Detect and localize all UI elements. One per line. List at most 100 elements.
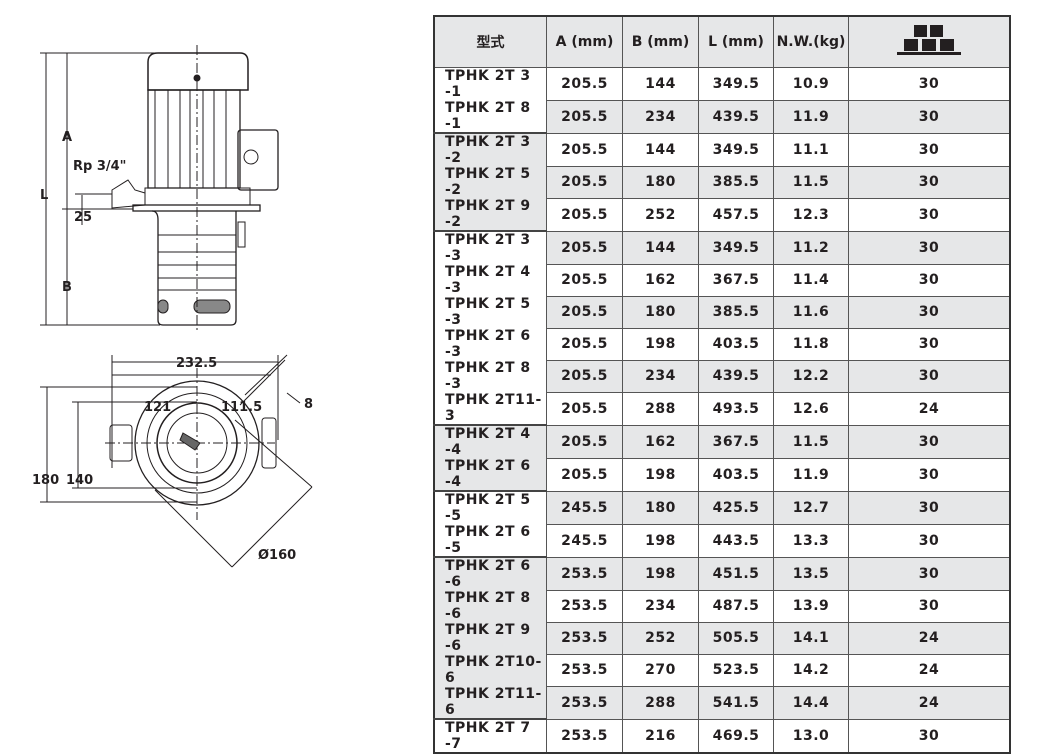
a-cell: 205.5 bbox=[546, 424, 623, 459]
weight-cell: 14.4 bbox=[773, 685, 849, 720]
pallet-qty-cell: 30 bbox=[848, 67, 1011, 101]
dim-label-l: L bbox=[40, 188, 48, 203]
a-cell: 205.5 bbox=[546, 295, 623, 329]
header-weight: N.W.(kg) bbox=[773, 15, 849, 68]
header-b: B (mm) bbox=[622, 15, 699, 68]
l-cell: 367.5 bbox=[698, 424, 774, 459]
a-cell: 205.5 bbox=[546, 327, 623, 361]
model-cell: TPHK 2T10-6 bbox=[433, 654, 547, 686]
dim-label-140: 140 bbox=[66, 473, 93, 488]
l-cell: 439.5 bbox=[698, 99, 774, 134]
b-cell: 270 bbox=[622, 653, 699, 687]
model-cell: TPHK 2T 6 -4 bbox=[433, 458, 547, 491]
a-cell: 205.5 bbox=[546, 457, 623, 492]
pallet-qty-cell: 24 bbox=[848, 653, 1011, 687]
model-cell: TPHK 2T 5 -5 bbox=[433, 490, 547, 524]
weight-cell: 13.3 bbox=[773, 523, 849, 558]
model-cell: TPHK 2T 3 -2 bbox=[433, 132, 547, 166]
weight-cell: 11.6 bbox=[773, 295, 849, 329]
model-cell: TPHK 2T 3 -1 bbox=[433, 67, 547, 100]
weight-cell: 10.9 bbox=[773, 67, 849, 101]
dim-label-111-5: 111.5 bbox=[221, 400, 262, 415]
l-cell: 439.5 bbox=[698, 359, 774, 393]
l-cell: 457.5 bbox=[698, 197, 774, 232]
a-cell: 205.5 bbox=[546, 132, 623, 167]
a-cell: 253.5 bbox=[546, 653, 623, 687]
b-cell: 162 bbox=[622, 263, 699, 297]
b-cell: 288 bbox=[622, 685, 699, 720]
b-cell: 180 bbox=[622, 490, 699, 525]
pallet-qty-cell: 30 bbox=[848, 589, 1011, 623]
l-cell: 505.5 bbox=[698, 621, 774, 655]
weight-cell: 14.2 bbox=[773, 653, 849, 687]
a-cell: 205.5 bbox=[546, 67, 623, 101]
pallet-qty-cell: 30 bbox=[848, 327, 1011, 361]
l-cell: 385.5 bbox=[698, 165, 774, 199]
l-cell: 367.5 bbox=[698, 263, 774, 297]
dim-label-diameter: Ø160 bbox=[258, 548, 296, 563]
pallet-qty-cell: 30 bbox=[848, 718, 1011, 754]
b-cell: 198 bbox=[622, 556, 699, 591]
model-cell: TPHK 2T11-6 bbox=[433, 686, 547, 719]
weight-cell: 11.2 bbox=[773, 230, 849, 265]
l-cell: 403.5 bbox=[698, 327, 774, 361]
model-cell: TPHK 2T 8 -6 bbox=[433, 590, 547, 622]
model-cell: TPHK 2T 5 -3 bbox=[433, 296, 547, 328]
a-cell: 205.5 bbox=[546, 263, 623, 297]
dim-label-180: 180 bbox=[32, 473, 59, 488]
pallet-qty-cell: 30 bbox=[848, 132, 1011, 167]
weight-cell: 11.9 bbox=[773, 457, 849, 492]
b-cell: 180 bbox=[622, 295, 699, 329]
pallet-qty-cell: 30 bbox=[848, 490, 1011, 525]
weight-cell: 12.2 bbox=[773, 359, 849, 393]
l-cell: 487.5 bbox=[698, 589, 774, 623]
b-cell: 144 bbox=[622, 230, 699, 265]
b-cell: 180 bbox=[622, 165, 699, 199]
weight-cell: 12.6 bbox=[773, 391, 849, 426]
b-cell: 144 bbox=[622, 132, 699, 167]
pallet-qty-cell: 24 bbox=[848, 621, 1011, 655]
a-cell: 253.5 bbox=[546, 718, 623, 754]
pallet-qty-cell: 24 bbox=[848, 685, 1011, 720]
header-a: A (mm) bbox=[546, 15, 623, 68]
a-cell: 245.5 bbox=[546, 523, 623, 558]
model-cell: TPHK 2T11-3 bbox=[433, 392, 547, 425]
pallet-qty-cell: 30 bbox=[848, 295, 1011, 329]
dim-label-a: A bbox=[62, 130, 72, 145]
model-cell: TPHK 2T 8 -3 bbox=[433, 360, 547, 392]
model-cell: TPHK 2T 9 -6 bbox=[433, 622, 547, 654]
b-cell: 288 bbox=[622, 391, 699, 426]
b-cell: 162 bbox=[622, 424, 699, 459]
pallet-qty-cell: 30 bbox=[848, 556, 1011, 591]
model-cell: TPHK 2T 3 -3 bbox=[433, 230, 547, 264]
b-cell: 234 bbox=[622, 359, 699, 393]
a-cell: 253.5 bbox=[546, 685, 623, 720]
l-cell: 349.5 bbox=[698, 67, 774, 101]
pallet-boxes-icon bbox=[897, 25, 961, 55]
weight-cell: 11.1 bbox=[773, 132, 849, 167]
l-cell: 493.5 bbox=[698, 391, 774, 426]
b-cell: 144 bbox=[622, 67, 699, 101]
a-cell: 253.5 bbox=[546, 556, 623, 591]
pallet-qty-cell: 30 bbox=[848, 359, 1011, 393]
l-cell: 541.5 bbox=[698, 685, 774, 720]
weight-cell: 11.4 bbox=[773, 263, 849, 297]
model-cell: TPHK 2T 8 -1 bbox=[433, 100, 547, 133]
a-cell: 205.5 bbox=[546, 391, 623, 426]
pallet-qty-cell: 30 bbox=[848, 523, 1011, 558]
weight-cell: 11.5 bbox=[773, 424, 849, 459]
